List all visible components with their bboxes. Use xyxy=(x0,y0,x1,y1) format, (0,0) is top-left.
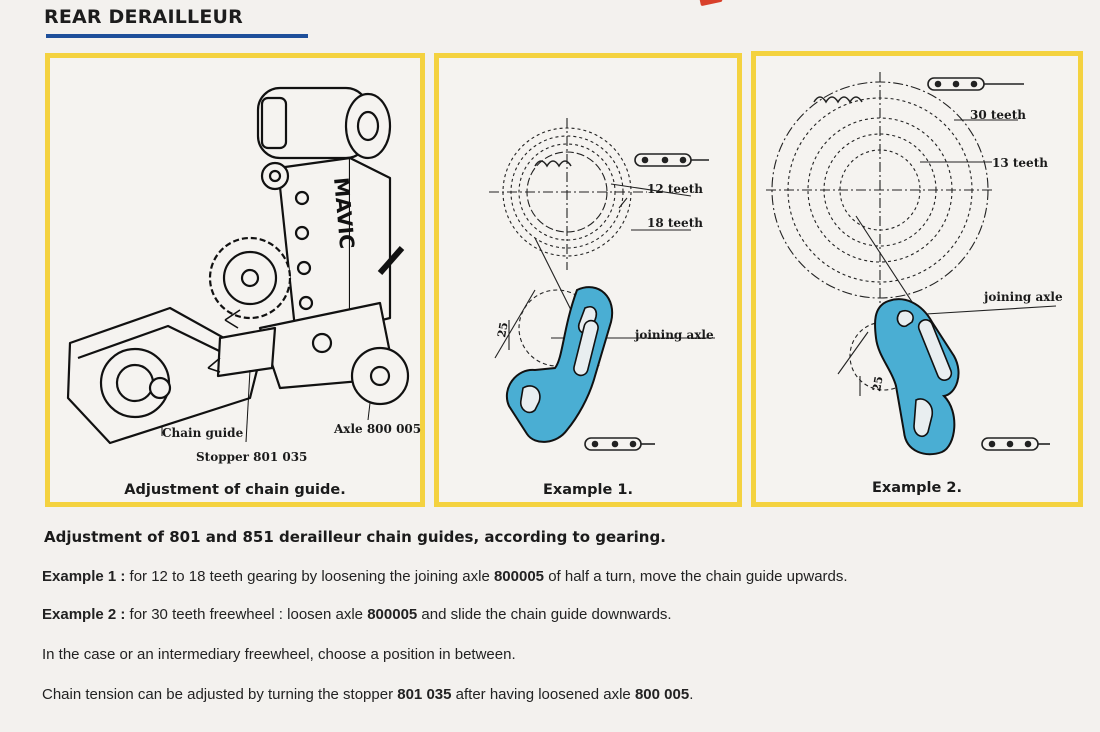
example-2-diagram: 25 xyxy=(766,72,1057,456)
paragraph-intermediary: In the case or an intermediary freewheel… xyxy=(42,646,516,663)
title-underline xyxy=(46,34,308,38)
label-30-teeth: 30 teeth xyxy=(970,108,1026,122)
example-2-label: Example 2 : xyxy=(42,606,126,623)
tension-text-b: after having loosened axle xyxy=(451,686,635,703)
dimension-25-ex2: 25 xyxy=(870,375,885,392)
label-chain-guide: Chain guide xyxy=(162,426,244,440)
example-2-code: 800005 xyxy=(367,606,418,623)
example-1-text-a: for 12 to 18 teeth gearing by loosening … xyxy=(125,568,494,585)
label-18-teeth: 18 teeth xyxy=(647,216,703,230)
page-header: REAR DERAILLEUR xyxy=(44,6,308,38)
panel-example-2: 25 30 teeth 13 teeth joining axle Exampl… xyxy=(751,51,1083,507)
caption-panel-1: Adjustment of chain guide. xyxy=(124,482,346,498)
paragraph-chain-tension: Chain tension can be adjusted by turning… xyxy=(42,686,693,703)
caption-panel-3: Example 2. xyxy=(872,480,962,496)
example-1-diagram: 25 xyxy=(489,118,715,451)
example-1-text-b: of half a turn, move the chain guide upw… xyxy=(544,568,848,585)
example-1-label: Example 1 : xyxy=(42,568,126,585)
tension-text-c: . xyxy=(689,686,694,703)
panel-chain-guide-adjustment: MAVIC Chain guide Axle 800 005 Stopper 8… xyxy=(45,53,425,507)
dimension-25-ex1: 25 xyxy=(495,321,510,338)
red-mark xyxy=(699,0,723,7)
tension-code-stopper: 801 035 xyxy=(397,686,452,703)
label-axle: Axle 800 005 xyxy=(334,422,422,436)
label-joining-axle-ex1: joining axle xyxy=(635,328,714,342)
tension-text-a: Chain tension can be adjusted by turning… xyxy=(42,686,398,703)
label-13-teeth: 13 teeth xyxy=(992,156,1048,170)
section-subtitle: Adjustment of 801 and 851 derailleur cha… xyxy=(44,528,666,546)
page-title: REAR DERAILLEUR xyxy=(44,6,243,28)
panel-example-1: 25 12 teeth 18 teeth joining axle Exampl… xyxy=(434,53,742,507)
paragraph-example-1: Example 1 : for 12 to 18 teeth gearing b… xyxy=(42,568,848,585)
example-2-text-b: and slide the chain guide downwards. xyxy=(417,606,672,623)
caption-panel-2: Example 1. xyxy=(543,482,633,498)
derailleur-illustration: MAVIC xyxy=(66,86,410,445)
label-stopper: Stopper 801 035 xyxy=(196,450,308,464)
label-joining-axle-ex2: joining axle xyxy=(984,290,1063,304)
label-12-teeth: 12 teeth xyxy=(647,182,703,196)
example-2-text-a: for 30 teeth freewheel : loosen axle xyxy=(125,606,368,623)
paragraph-example-2: Example 2 : for 30 teeth freewheel : loo… xyxy=(42,606,672,623)
tension-code-axle: 800 005 xyxy=(634,686,690,703)
example-1-code: 800005 xyxy=(493,568,545,585)
